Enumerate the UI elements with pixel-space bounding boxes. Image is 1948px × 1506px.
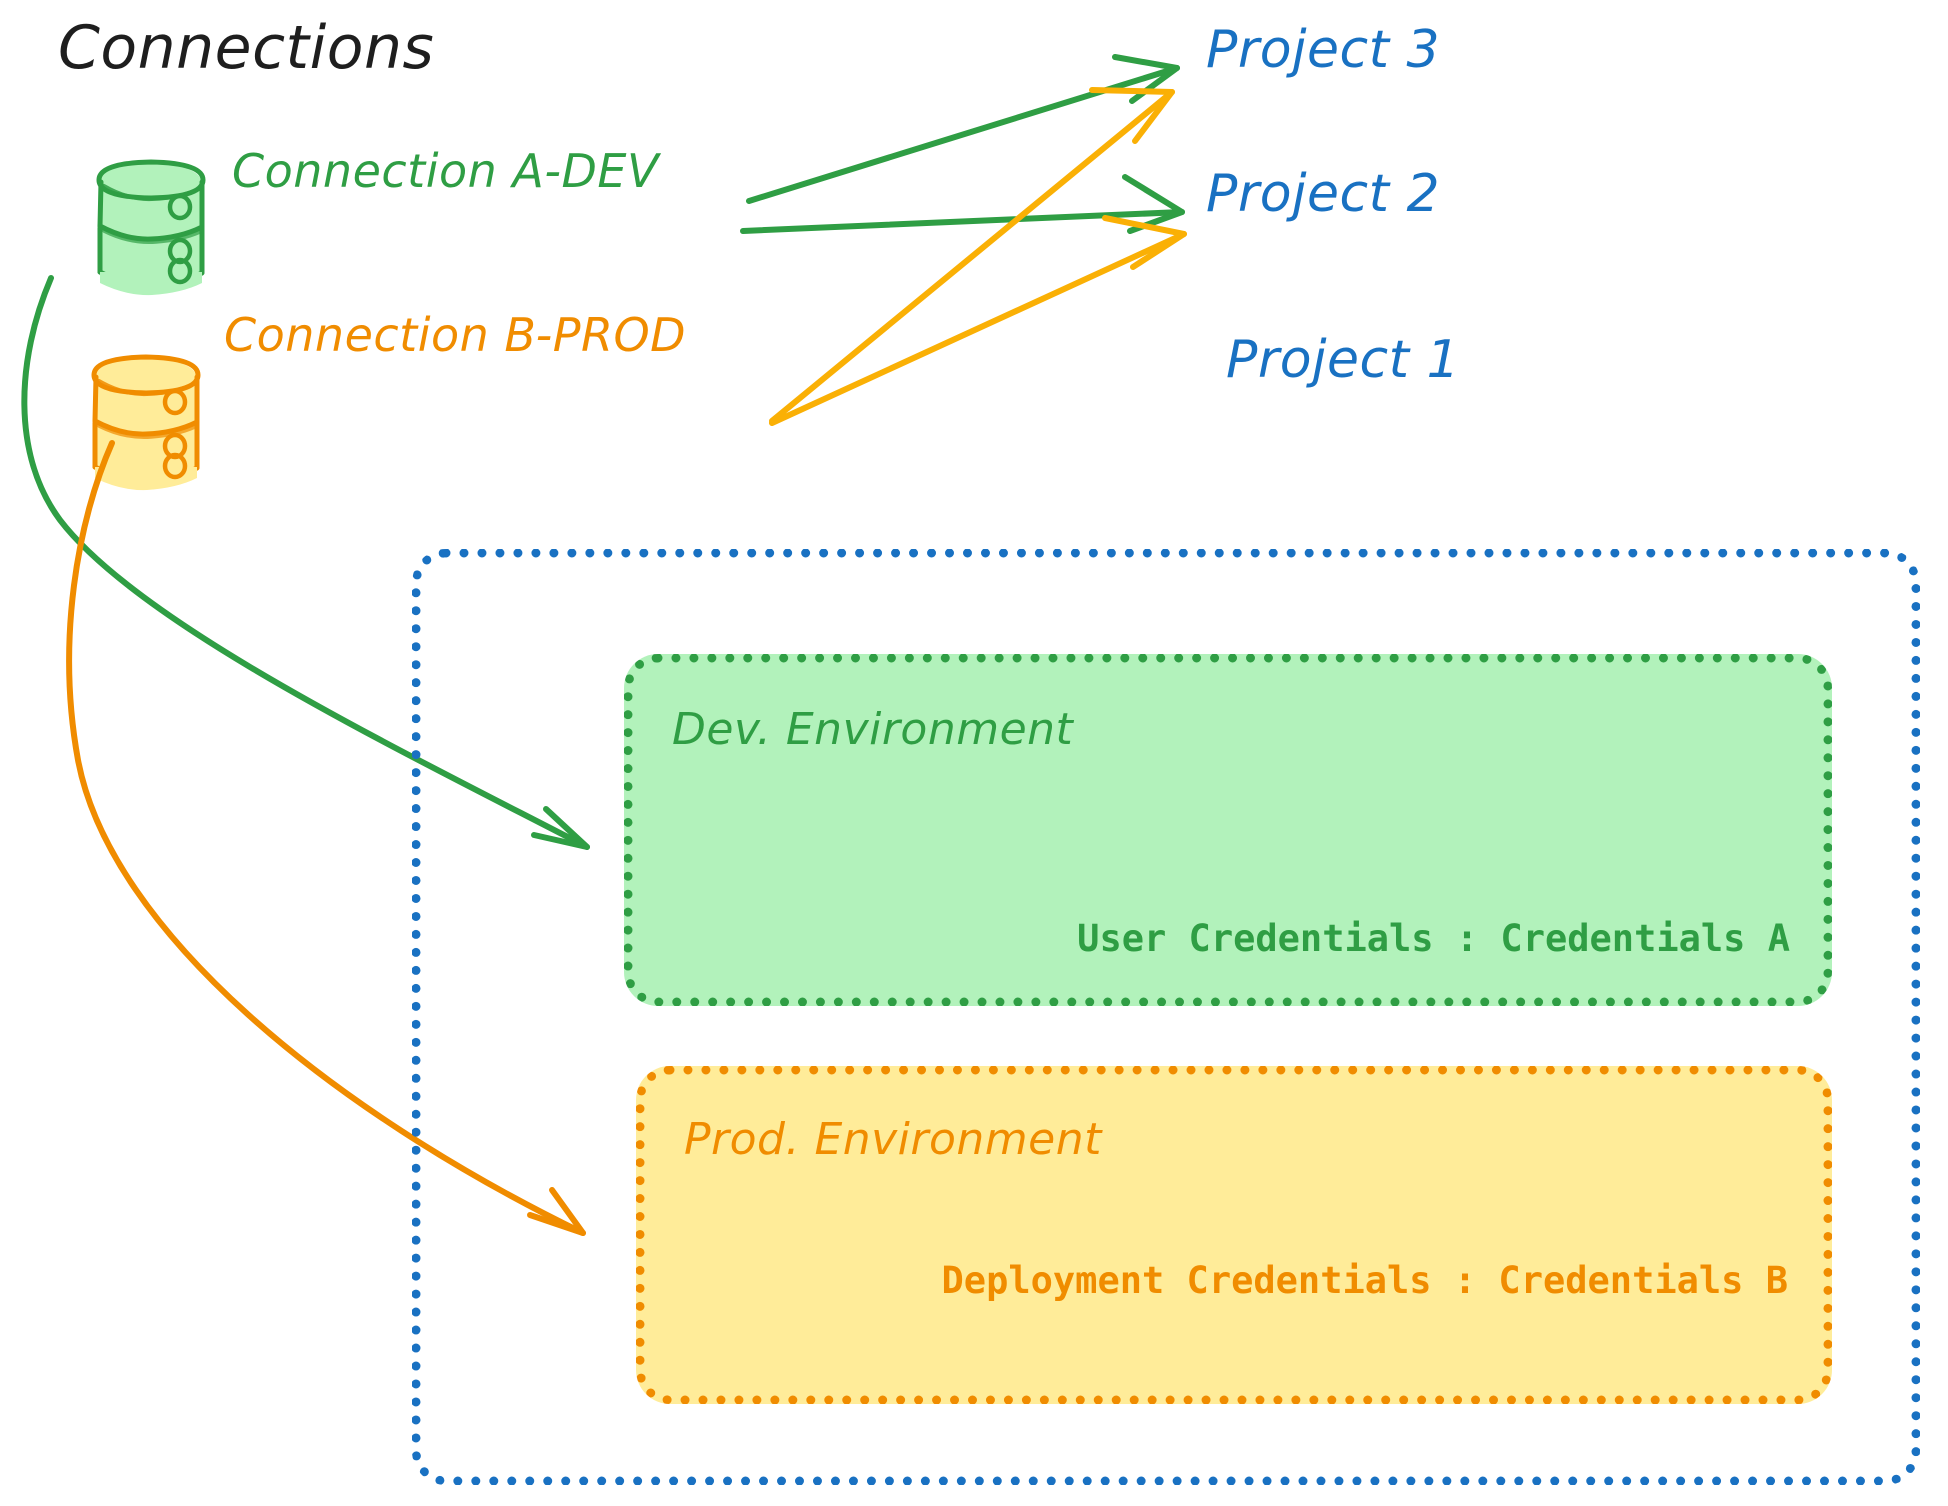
arrow-a-dev-to-dev-environment	[21, 275, 590, 850]
arrow-a-dev-to-project-3	[746, 54, 1180, 204]
connection-b-prod-label[interactable]: Connection B-PROD	[224, 308, 687, 362]
project-1-container	[412, 549, 1920, 1485]
dev-environment-title: Dev. Environment	[672, 704, 1074, 755]
prod-environment-box[interactable]	[636, 1066, 1832, 1404]
arrow-b-prod-to-project-3	[769, 87, 1175, 424]
page-title: Connections	[58, 13, 435, 83]
arrow-b-prod-to-project-2	[769, 215, 1187, 426]
dev-environment-box[interactable]	[624, 654, 1832, 1006]
dev-environment-credentials: User Credentials : Credentials A	[1077, 917, 1790, 960]
project-2-label[interactable]: Project 2	[1206, 164, 1441, 224]
prod-environment-credentials: Deployment Credentials : Credentials B	[941, 1259, 1788, 1302]
database-cylinder-icon-orange[interactable]	[91, 354, 201, 491]
project-3-label[interactable]: Project 3	[1206, 20, 1441, 80]
database-cylinder-icon-green[interactable]	[96, 159, 206, 288]
database-cylinder-icon-green-segment3	[100, 257, 202, 296]
arrow-b-prod-to-prod-environment	[66, 440, 586, 1236]
prod-environment-title: Prod. Environment	[684, 1114, 1102, 1165]
project-1-label[interactable]: Project 1	[1226, 330, 1461, 390]
connection-a-dev-label[interactable]: Connection A-DEV	[232, 144, 659, 198]
